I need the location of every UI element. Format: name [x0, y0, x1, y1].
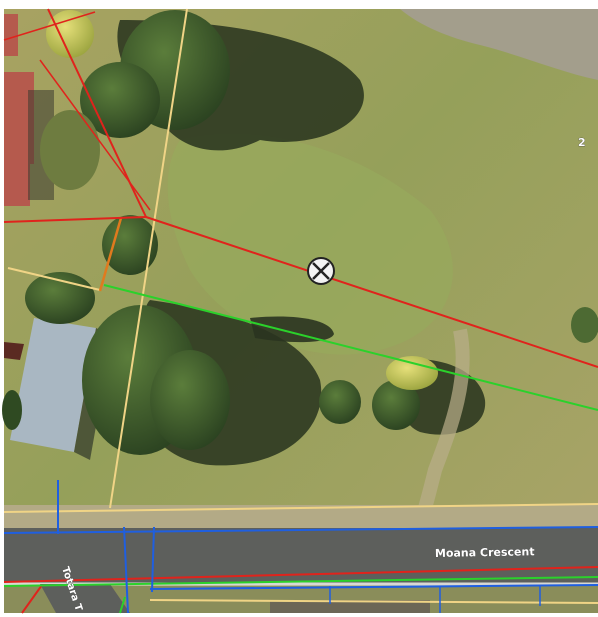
blue-line-vert-2 [151, 526, 155, 593]
blue-line-vert-1 [123, 526, 129, 614]
red-line-west [3, 216, 147, 223]
parcel-line-frontage [3, 503, 598, 513]
parcel-number-label: 2 [578, 136, 586, 149]
tree-yellow-top [46, 10, 94, 58]
green-line-south [119, 596, 126, 614]
red-line-sw [21, 584, 43, 614]
shrub-shadow [250, 316, 334, 343]
parcel-line-vertical [109, 8, 188, 509]
hedge-left [40, 110, 100, 190]
tree-round-1 [319, 380, 361, 424]
location-marker[interactable] [307, 257, 335, 285]
tree-small-left [2, 390, 22, 430]
gravel-area [400, 9, 598, 80]
tree-round-2 [372, 380, 420, 430]
green-line-main [103, 284, 598, 411]
dark-patch [4, 342, 24, 360]
parcel-line-diagonal [7, 267, 101, 291]
house-roof-1 [4, 14, 18, 56]
tree-yellow-right [386, 356, 438, 390]
tree-near-junction [102, 215, 158, 275]
south-buildings [270, 600, 430, 613]
blue-line-south [149, 584, 598, 590]
side-road [40, 584, 130, 613]
shed-roof [10, 318, 96, 452]
house-roof-3 [4, 160, 30, 206]
street-label-moana-crescent: Moana Crescent [435, 545, 535, 560]
red-line-roofs [3, 11, 96, 41]
red-line-roofs-2 [39, 59, 151, 211]
orange-line [98, 217, 123, 292]
parcel-line-south [149, 599, 598, 604]
red-line-main [145, 216, 598, 368]
tree-cluster-middle-2 [150, 350, 230, 450]
lawn-patch [167, 133, 453, 355]
green-line-road [3, 576, 598, 587]
red-line-road [3, 566, 598, 583]
blue-line-north [3, 526, 598, 534]
bush-right-edge [571, 307, 598, 343]
